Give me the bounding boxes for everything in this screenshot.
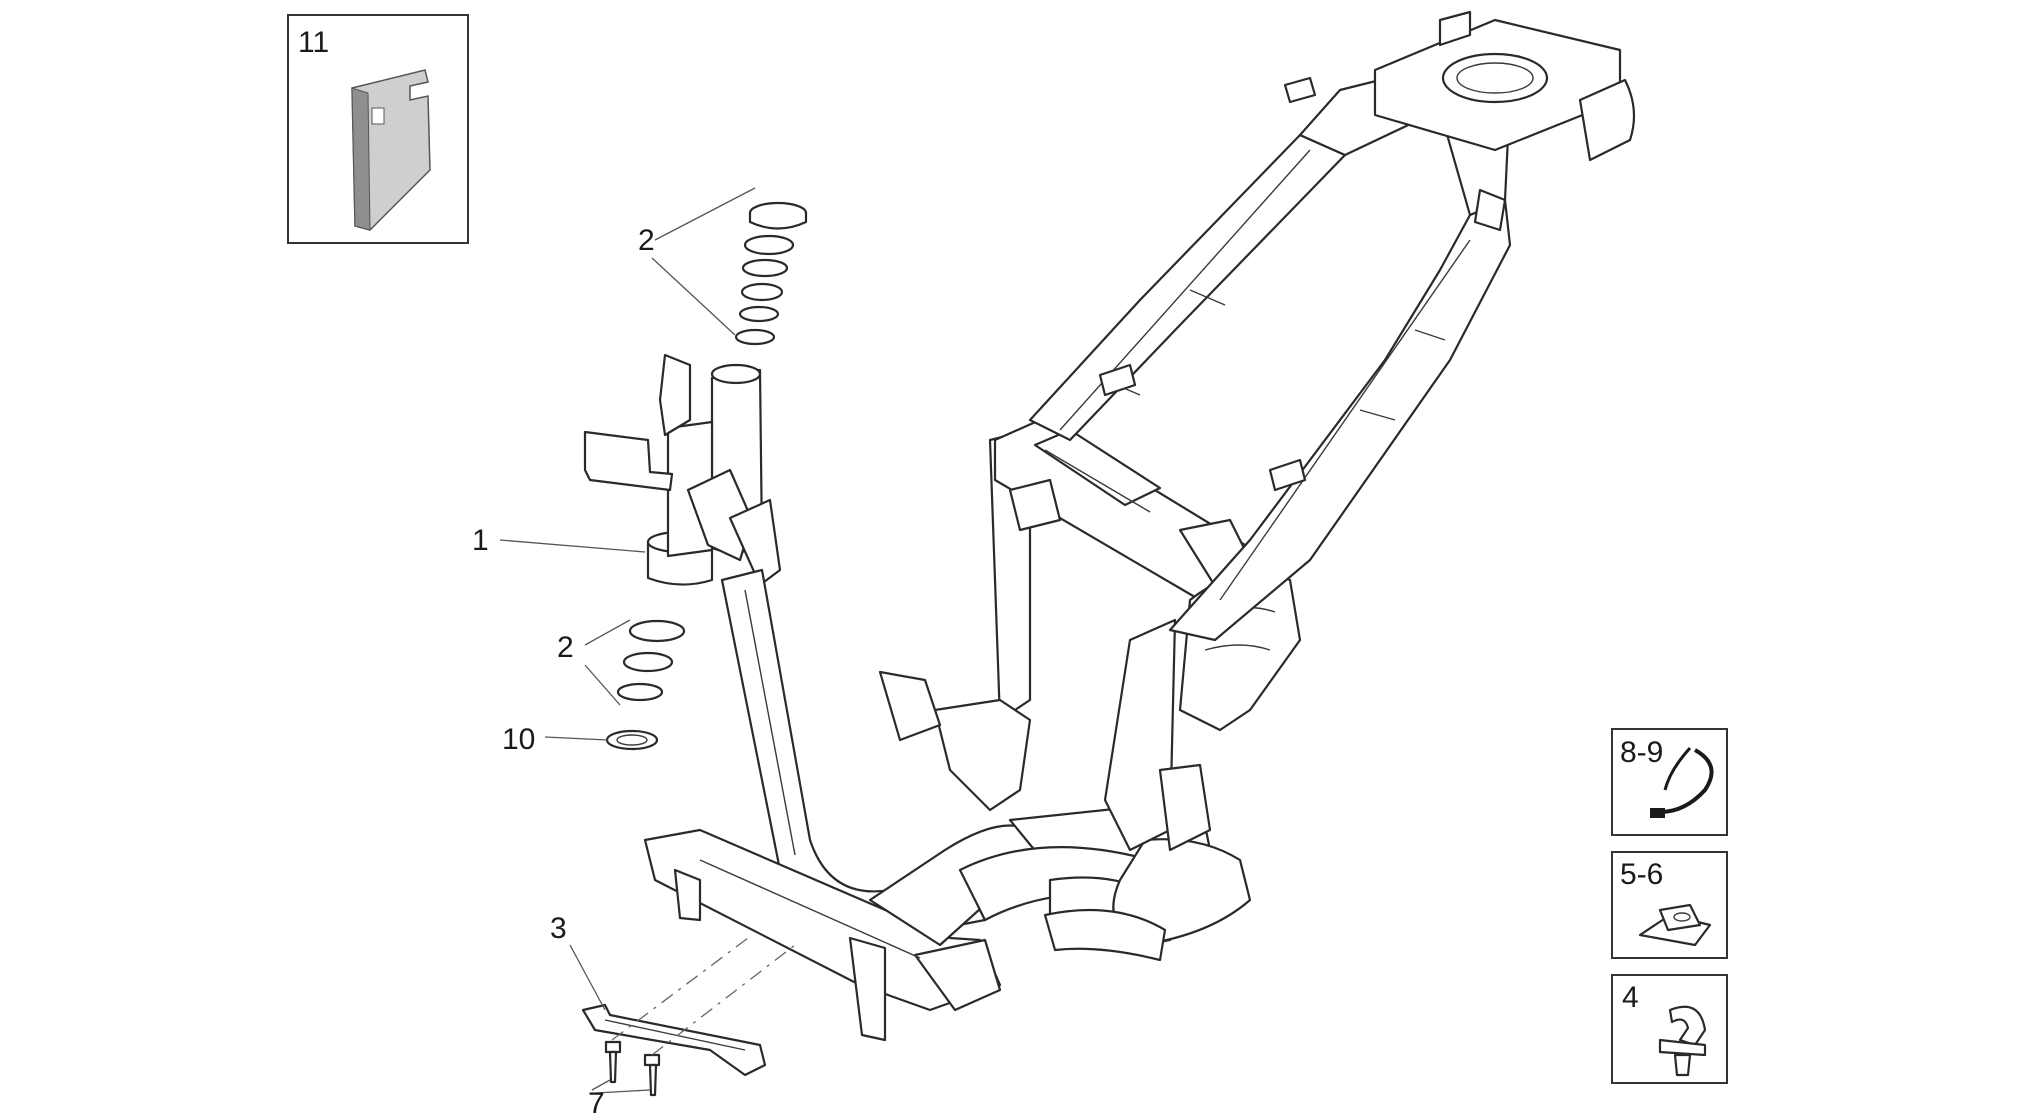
mount-tab xyxy=(1268,458,1307,492)
mount-tab xyxy=(1098,363,1137,397)
rear-top-plate xyxy=(1373,10,1636,232)
inset-clamp: 8-9 xyxy=(1611,728,1728,836)
inset-clip-nut: 5-6 xyxy=(1611,851,1728,959)
callout-3: 3 xyxy=(550,912,567,945)
callout-7: 7 xyxy=(588,1087,605,1117)
lower-bearing-stack xyxy=(605,619,686,751)
upper-rail xyxy=(1028,133,1347,442)
callout-1: 1 xyxy=(472,524,489,557)
assembly-line xyxy=(611,937,749,1041)
inset-label-11: 11 xyxy=(298,26,329,59)
inset-pad: 11 xyxy=(287,14,469,244)
callout-2-upper: 2 xyxy=(638,224,655,257)
upper-bearing-stack xyxy=(734,201,808,346)
inset-label-4: 4 xyxy=(1622,981,1639,1014)
frame-assembly xyxy=(583,10,1636,1042)
center-spine xyxy=(868,798,1252,962)
uprights xyxy=(878,428,1212,852)
inset-clip: 4 xyxy=(1611,974,1728,1084)
mount-tab xyxy=(1283,76,1317,104)
head-tube xyxy=(583,353,782,587)
callout-2-lower: 2 xyxy=(557,631,574,664)
inset-label-8-9: 8-9 xyxy=(1620,736,1663,769)
bracket-assembly xyxy=(581,1003,767,1097)
leader-lines xyxy=(499,187,756,1094)
callout-10: 10 xyxy=(502,723,535,756)
inset-label-5-6: 5-6 xyxy=(1620,858,1663,891)
footboard-support xyxy=(643,828,1002,1042)
